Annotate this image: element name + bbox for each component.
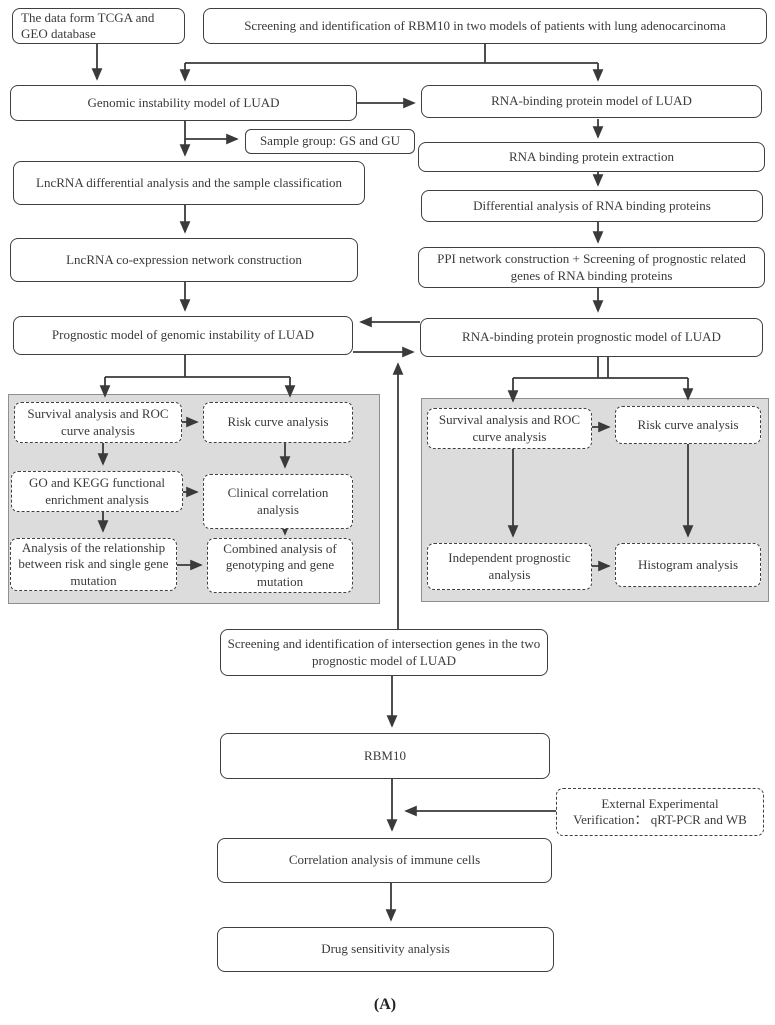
node-rbp-differential-analysis: Differential analysis of RNA binding pro… bbox=[421, 190, 763, 222]
node-left-clinical-correlation: Clinical correlation analysis bbox=[203, 474, 353, 529]
node-external-verification: External Experimental Verification： qRT-… bbox=[556, 788, 764, 836]
node-rna-binding-protein-model: RNA-binding protein model of LUAD bbox=[421, 85, 762, 118]
node-right-independent-prognostic: Independent prognostic analysis bbox=[427, 543, 592, 590]
external-verification-line2: Verification： qRT-PCR and WB bbox=[573, 812, 747, 827]
node-prognostic-model-genomic: Prognostic model of genomic instability … bbox=[13, 316, 353, 355]
node-intersection-genes: Screening and identification of intersec… bbox=[220, 629, 548, 676]
node-sample-group: Sample group: GS and GU bbox=[245, 129, 415, 154]
node-rbm10: RBM10 bbox=[220, 733, 550, 779]
node-tcga-geo-source: The data form TCGA and GEO database bbox=[12, 8, 185, 44]
node-left-combined-genotyping: Combined analysis of genotyping and gene… bbox=[207, 538, 353, 593]
node-drug-sensitivity: Drug sensitivity analysis bbox=[217, 927, 554, 972]
node-genomic-instability-model: Genomic instability model of LUAD bbox=[10, 85, 357, 121]
node-left-go-kegg: GO and KEGG functional enrichment analys… bbox=[11, 471, 183, 512]
node-immune-correlation: Correlation analysis of immune cells bbox=[217, 838, 552, 883]
node-left-risk-gene-mutation: Analysis of the relationship between ris… bbox=[10, 538, 177, 591]
node-left-risk-curve: Risk curve analysis bbox=[203, 402, 353, 443]
node-rbp-extraction: RNA binding protein extraction bbox=[418, 142, 765, 172]
node-screening-header: Screening and identification of RBM10 in… bbox=[203, 8, 767, 44]
node-prognostic-model-rbp: RNA-binding protein prognostic model of … bbox=[420, 318, 763, 357]
node-lncrna-coexpression-network: LncRNA co-expression network constructio… bbox=[10, 238, 358, 282]
node-ppi-network-screening: PPI network construction + Screening of … bbox=[418, 247, 765, 288]
external-verification-line1: External Experimental bbox=[601, 795, 719, 811]
node-left-survival-roc: Survival analysis and ROC curve analysis bbox=[14, 402, 182, 443]
figure-caption: (A) bbox=[373, 996, 397, 1013]
node-right-risk-curve: Risk curve analysis bbox=[615, 406, 761, 444]
node-right-survival-roc: Survival analysis and ROC curve analysis bbox=[427, 408, 592, 449]
node-lncrna-differential-analysis: LncRNA differential analysis and the sam… bbox=[13, 161, 365, 205]
node-right-histogram: Histogram analysis bbox=[615, 543, 761, 587]
